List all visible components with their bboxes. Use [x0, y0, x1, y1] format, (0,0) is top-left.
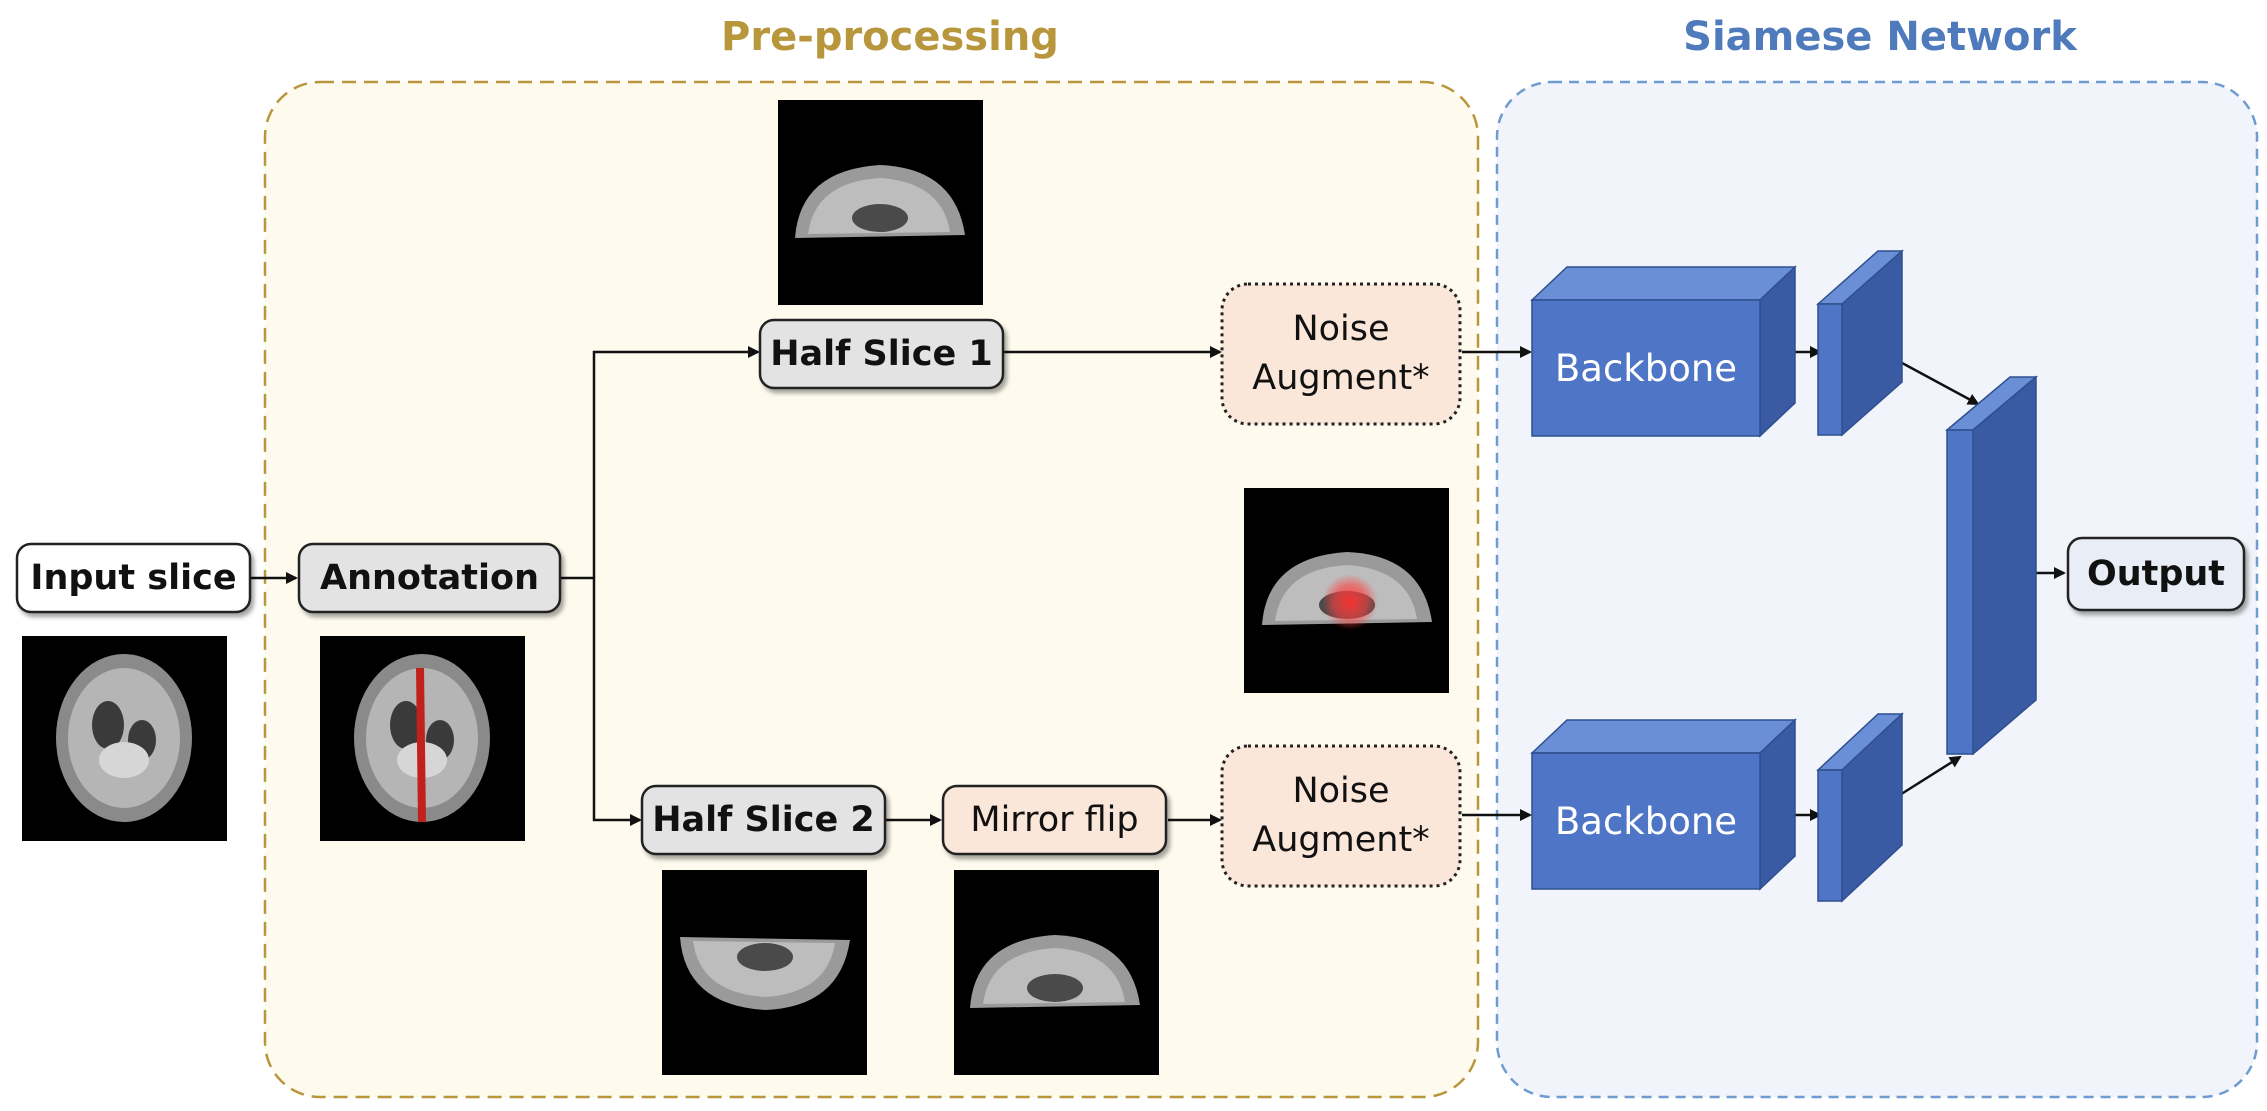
backbone-top-block: [1530, 265, 1797, 438]
midline-annotation: [416, 667, 426, 823]
preprocessing-title: Pre-processing: [721, 14, 1059, 60]
arrow-to-half-slice-2: [592, 578, 642, 826]
backbone-bottom-block: [1530, 718, 1797, 891]
half-slice-2-image: [662, 870, 867, 1075]
input-slice-box: [15, 542, 252, 614]
siamese-network-title: Siamese Network: [1683, 14, 2077, 60]
annotation-image: [320, 636, 525, 841]
noise-augment-bottom-box: [1220, 744, 1462, 888]
mirror-flip-image: [954, 870, 1159, 1075]
fusion-block: [1944, 375, 2039, 756]
half-slice-1-box: [758, 318, 1005, 390]
input-slice-image: [22, 636, 227, 841]
arrow-to-half-slice-1: [592, 346, 760, 578]
feature-map-bottom-block: [1816, 712, 1904, 903]
lesion-half-slice-image: [1244, 488, 1449, 693]
annotation-box: [297, 542, 562, 614]
half-slice-1-image: [778, 100, 983, 305]
preprocessing-panel: [263, 80, 1480, 1099]
mirror-flip-box: [941, 784, 1168, 856]
lesion-marker: [1322, 574, 1378, 630]
noise-augment-top-box: [1220, 282, 1462, 426]
feature-map-top-block: [1816, 249, 1904, 437]
half-slice-2-box: [640, 784, 887, 856]
output-box: [2066, 536, 2246, 612]
